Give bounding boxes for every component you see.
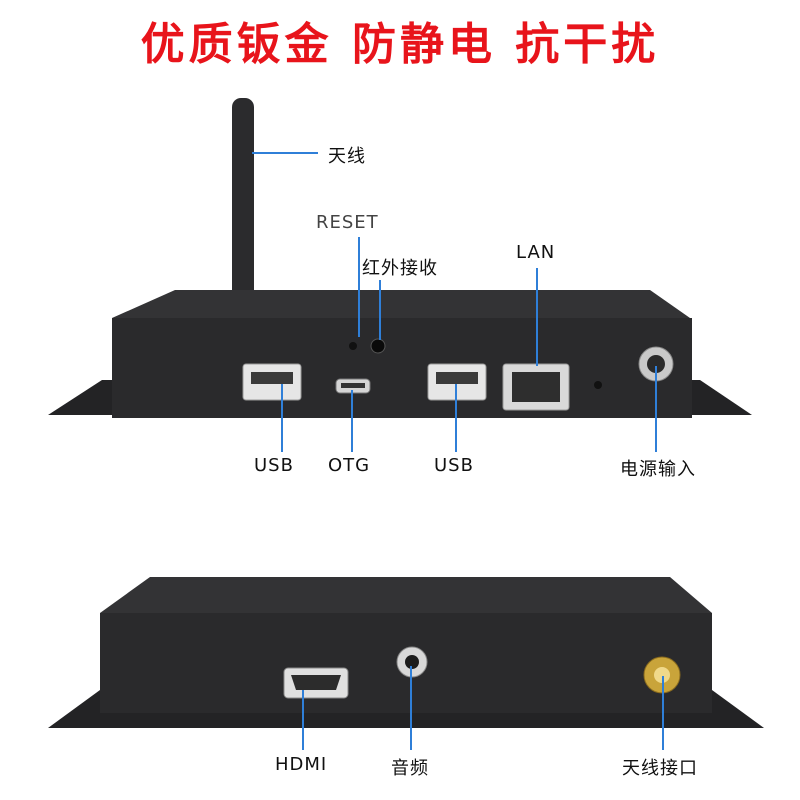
- callout-audio: [410, 666, 412, 750]
- top-surface: [112, 290, 690, 318]
- callout-usb2: [455, 384, 457, 452]
- label-usb-2: USB: [434, 455, 474, 476]
- callout-lan: [536, 268, 538, 366]
- antenna: [232, 98, 254, 308]
- callout-hdmi: [302, 690, 304, 750]
- label-usb-1: USB: [254, 455, 294, 476]
- callout-power: [655, 366, 657, 452]
- label-power: 电源输入: [620, 459, 696, 480]
- label-hdmi: HDMI: [275, 754, 328, 775]
- top-front-face: [112, 318, 692, 418]
- bottom-top-surface: [100, 577, 712, 613]
- callout-otg: [351, 390, 353, 452]
- headline: 优质钣金 防静电 抗干扰: [140, 19, 660, 70]
- ir-receiver: [370, 338, 386, 354]
- callout-antenna-port: [662, 676, 664, 750]
- label-lan: LAN: [516, 242, 556, 263]
- label-ir: 红外接收: [362, 258, 438, 279]
- label-antenna: 天线: [328, 146, 366, 167]
- label-audio: 音频: [391, 758, 429, 779]
- callout-reset: [358, 237, 360, 337]
- label-antenna-port: 天线接口: [622, 758, 698, 779]
- label-reset: RESET: [316, 212, 379, 233]
- label-otg: OTG: [328, 455, 371, 476]
- reset-hole: [349, 342, 357, 350]
- callout-usb1: [281, 384, 283, 452]
- callout-antenna: [252, 152, 318, 154]
- callout-ir: [379, 280, 381, 340]
